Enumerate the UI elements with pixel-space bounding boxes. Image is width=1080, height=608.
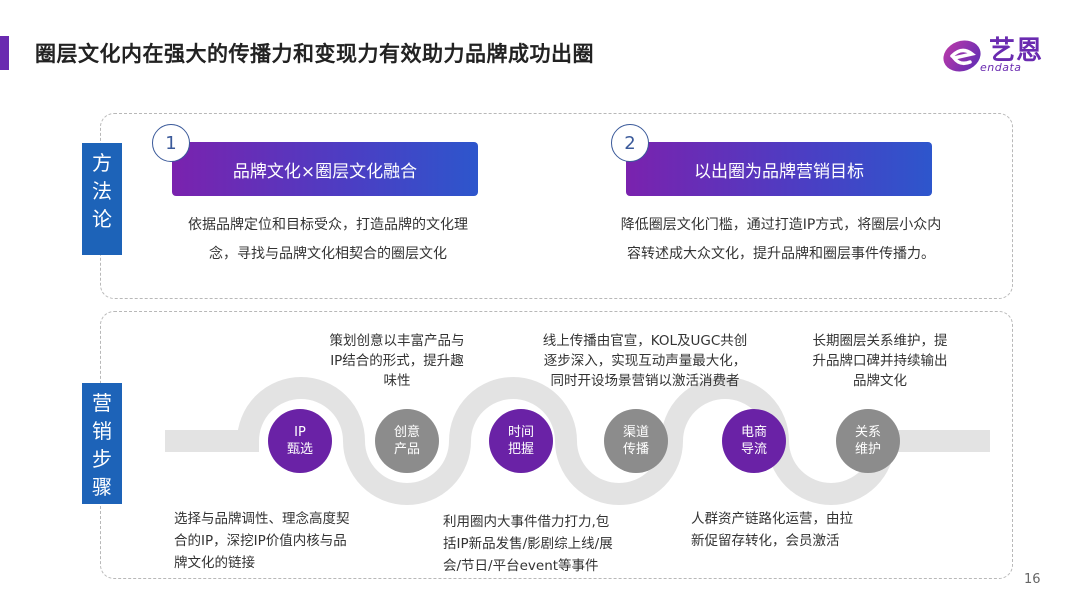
step-desc-relationship-line-2: 升品牌口碑并持续输出 [812, 353, 948, 369]
step-desc-ecommerce: 人群资产链路化运营，由拉 新促留存转化，会员激活 [691, 508, 871, 552]
method-desc-2-line-2: 容转述成大众文化，提升品牌和圈层事件传播力。 [627, 246, 935, 262]
step-4-line-1: 渠道 [622, 425, 649, 440]
method-number-1: 1 [152, 124, 190, 162]
endata-logo: 艺恩 endata [940, 30, 1050, 76]
step-relationship-maintenance: 关系维护 [836, 409, 900, 473]
step-1-line-2: 甄选 [286, 442, 313, 457]
method-desc-1-line-1: 依据品牌定位和目标受众，打造品牌的文化理 [188, 217, 468, 233]
title-accent-bar [0, 36, 9, 70]
method-desc-2: 降低圈层文化门槛，通过打造IP方式，将圈层小众内 容转述成大众文化，提升品牌和圈… [596, 211, 966, 269]
logo-chinese-text: 艺恩 [989, 36, 1044, 66]
step-6-line-1: 关系 [854, 425, 881, 440]
step-desc-timing-line-2: 括IP新品发售/影剧综上线/展 [443, 536, 613, 552]
method-banner-2: 以出圈为品牌营销目标 [626, 142, 932, 196]
step-desc-creative-line-1: 策划创意以丰富产品与 [329, 333, 465, 349]
step-ecommerce-traffic: 电商导流 [722, 409, 786, 473]
method-desc-1: 依据品牌定位和目标受众，打造品牌的文化理 念，寻找与品牌文化相契合的圈层文化 [178, 211, 478, 269]
step-desc-channel-line-3: 同时开设场景营销以激活消费者 [550, 373, 740, 389]
step-desc-relationship: 长期圈层关系维护，提 升品牌口碑并持续输出 品牌文化 [800, 331, 960, 391]
step-5-line-1: 电商 [740, 425, 767, 440]
step-3-line-2: 把握 [507, 442, 534, 457]
step-ip-selection: IP 甄选 [268, 409, 332, 473]
marketing-label-text: 营销步骤 [92, 391, 112, 499]
step-channel-spread: 渠道传播 [604, 409, 668, 473]
step-desc-ecommerce-line-2: 新促留存转化，会员激活 [691, 533, 840, 549]
method-desc-2-line-1: 降低圈层文化门槛，通过打造IP方式，将圈层小众内 [620, 217, 942, 233]
step-desc-relationship-line-1: 长期圈层关系维护，提 [812, 333, 948, 349]
step-2-line-1: 创意 [393, 425, 420, 440]
step-desc-creative-line-3: 味性 [383, 373, 411, 389]
step-desc-relationship-line-3: 品牌文化 [853, 373, 907, 389]
page-number: 16 [1024, 572, 1041, 587]
step-desc-channel-line-1: 线上传播由官宣，KOL及UGC共创 [542, 333, 748, 349]
step-desc-ip-line-1: 选择与品牌调性、理念高度契 [174, 511, 350, 527]
logo-english-text: endata [980, 61, 1022, 74]
step-desc-timing-line-1: 利用圈内大事件借力打力,包 [443, 514, 610, 530]
step-desc-timing-line-3: 会/节日/平台event等事件 [443, 558, 599, 574]
method-label-text: 方法论 [92, 151, 112, 231]
step-desc-ecommerce-line-1: 人群资产链路化运营，由拉 [691, 511, 853, 527]
endata-logo-icon [943, 40, 981, 72]
page-title: 圈层文化内在强大的传播力和变现力有效助力品牌成功出圈 [35, 42, 594, 66]
marketing-side-label: 营销步骤 [82, 383, 122, 504]
step-desc-ip: 选择与品牌调性、理念高度契 合的IP，深挖IP价值内核与品 牌文化的链接 [174, 508, 364, 574]
step-4-line-2: 传播 [622, 442, 649, 457]
step-2-line-2: 产品 [393, 442, 420, 457]
step-5-line-2: 导流 [740, 442, 767, 457]
step-desc-ip-line-2: 合的IP，深挖IP价值内核与品 [174, 533, 347, 549]
method-number-2: 2 [611, 124, 649, 162]
step-desc-ip-line-3: 牌文化的链接 [174, 555, 255, 571]
method-side-label: 方法论 [82, 143, 122, 255]
step-desc-channel-line-2: 逐步深入，实现互动声量最大化， [543, 353, 747, 369]
method-desc-1-line-2: 念，寻找与品牌文化相契合的圈层文化 [209, 246, 447, 262]
step-timing: 时间把握 [489, 409, 553, 473]
step-desc-timing: 利用圈内大事件借力打力,包 括IP新品发售/影剧综上线/展 会/节日/平台eve… [443, 511, 633, 577]
step-creative-product: 创意产品 [375, 409, 439, 473]
step-3-line-1: 时间 [507, 425, 534, 440]
step-desc-creative-line-2: IP结合的形式，提升趣 [330, 353, 464, 369]
method-banner-1: 品牌文化×圈层文化融合 [172, 142, 478, 196]
step-1-line-1: IP [294, 425, 306, 440]
step-desc-channel: 线上传播由官宣，KOL及UGC共创 逐步深入，实现互动声量最大化， 同时开设场景… [540, 331, 750, 391]
step-desc-creative: 策划创意以丰富产品与 IP结合的形式，提升趣 味性 [322, 331, 472, 391]
step-6-line-2: 维护 [854, 442, 881, 457]
